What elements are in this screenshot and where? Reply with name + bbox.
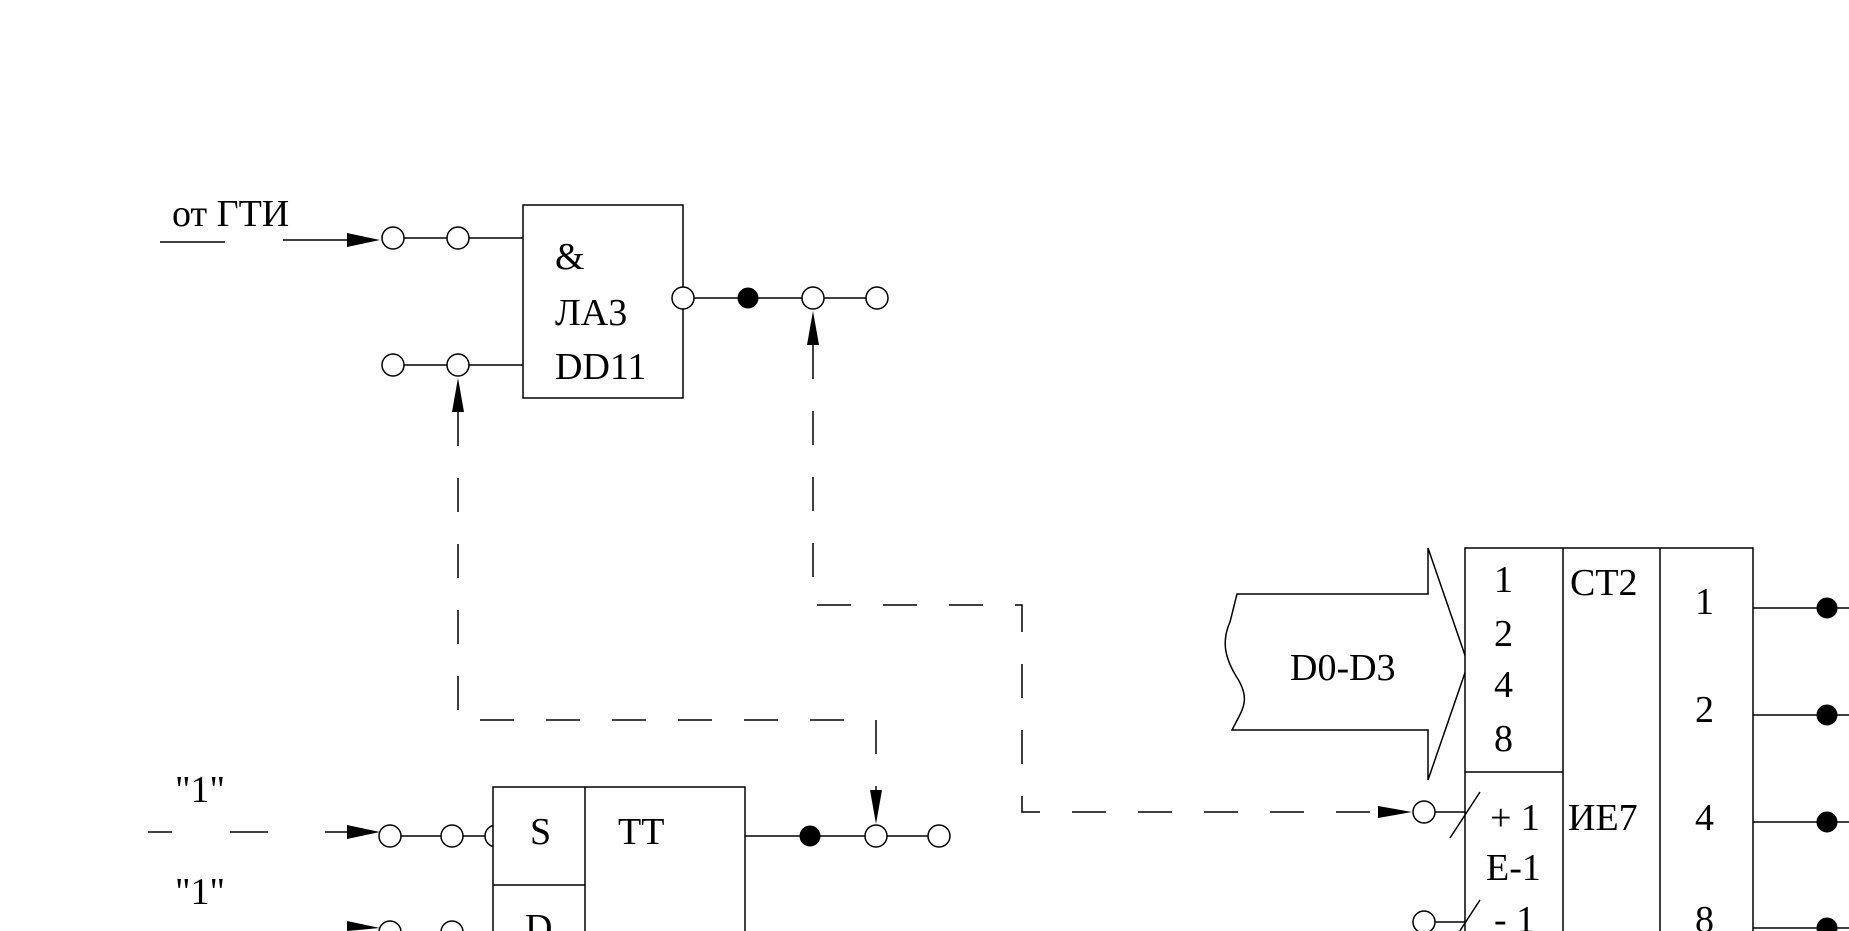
contact-pin [864,824,888,848]
junction-dot [1816,597,1838,619]
trigger-s: S [530,811,551,853]
counter-output-1: 1 [1695,581,1714,623]
contact-pin [378,920,402,931]
trigger-type: ТТ [618,811,664,853]
arrow-one-a [347,825,380,839]
counter-minus1: - 1 [1494,899,1535,931]
and-gate-symbol: & [555,236,585,278]
trigger-tt [492,786,746,931]
label-ot-gti: от ГТИ [172,193,289,235]
contact-pin [446,226,470,250]
counter-output-4: 4 [1695,797,1714,839]
label-one-b: "1" [175,871,225,913]
junction-dot [799,825,821,847]
bus-arrow [1224,547,1469,781]
junction-dot [737,287,759,309]
label-one-a: "1" [175,769,225,811]
counter-output-2: 2 [1695,689,1714,731]
arrow-up-and-input [452,378,464,412]
dashed-link-trigger-to-and [457,412,877,790]
dashed-link-and-to-counter [812,345,1383,813]
counter-input-8: 8 [1494,718,1513,760]
junction-dot [1816,917,1838,931]
contact-pin [381,353,405,377]
contact-pin [381,226,405,250]
contact-pin [446,353,470,377]
counter-input-1: 1 [1494,559,1513,601]
arrow-one-b [347,921,380,931]
arrow-up-and-output [807,311,819,345]
contact-pin [865,286,889,310]
contact-pin [1412,800,1436,824]
slash-marker [1449,791,1481,839]
counter-ie7 [1464,547,1754,931]
arrow-down-trigger [870,790,882,824]
contact-pin [440,920,464,931]
slash-marker [1458,899,1481,931]
counter-input-4: 4 [1494,664,1513,706]
and-gate-dd11 [522,204,684,399]
arrow-counter-plus1 [1378,806,1412,818]
counter-e-1: Е-1 [1486,847,1541,889]
inversion-bubble [671,286,695,310]
counter-plus1: + 1 [1490,797,1540,839]
trigger-d: D [525,907,552,931]
counter-input-2: 2 [1494,613,1513,655]
contact-pin [1412,910,1436,931]
bus-label: D0-D3 [1290,647,1396,689]
and-gate-ref: DD11 [555,346,646,388]
arrow-ot-gti [347,233,380,247]
counter-output-8: 8 [1695,899,1714,931]
counter-ct2: СТ2 [1570,562,1638,604]
contact-pin [801,286,825,310]
contact-pin [927,824,951,848]
junction-dot [1816,811,1838,833]
counter-ie7-label: ИЕ7 [1568,797,1638,839]
junction-dot [1816,704,1838,726]
contact-pin [440,824,464,848]
contact-pin [378,824,402,848]
and-gate-type: ЛА3 [555,292,627,334]
